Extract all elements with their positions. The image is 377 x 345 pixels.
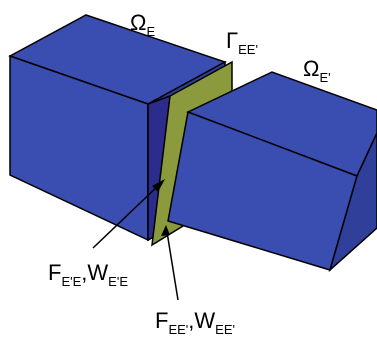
label-omega-e-prime: ΩE' [303, 56, 331, 85]
right-block [167, 71, 377, 273]
arrows [92, 179, 179, 301]
arrow-lower-left-line [92, 183, 161, 249]
arrow-lower-left-head [152, 179, 165, 192]
arrow-lower-right-line [166, 231, 179, 301]
label-omega-e: ΩE [130, 10, 155, 39]
label-f-w-ee-prime: FEE',WEE' [155, 308, 235, 337]
label-gamma-ee-prime: ΓEE' [226, 28, 258, 57]
label-f-w-e-prime-e: FE'E,WE'E [48, 260, 128, 289]
right-block-side-face [328, 132, 377, 273]
arrow-lower-right-head [161, 225, 170, 236]
